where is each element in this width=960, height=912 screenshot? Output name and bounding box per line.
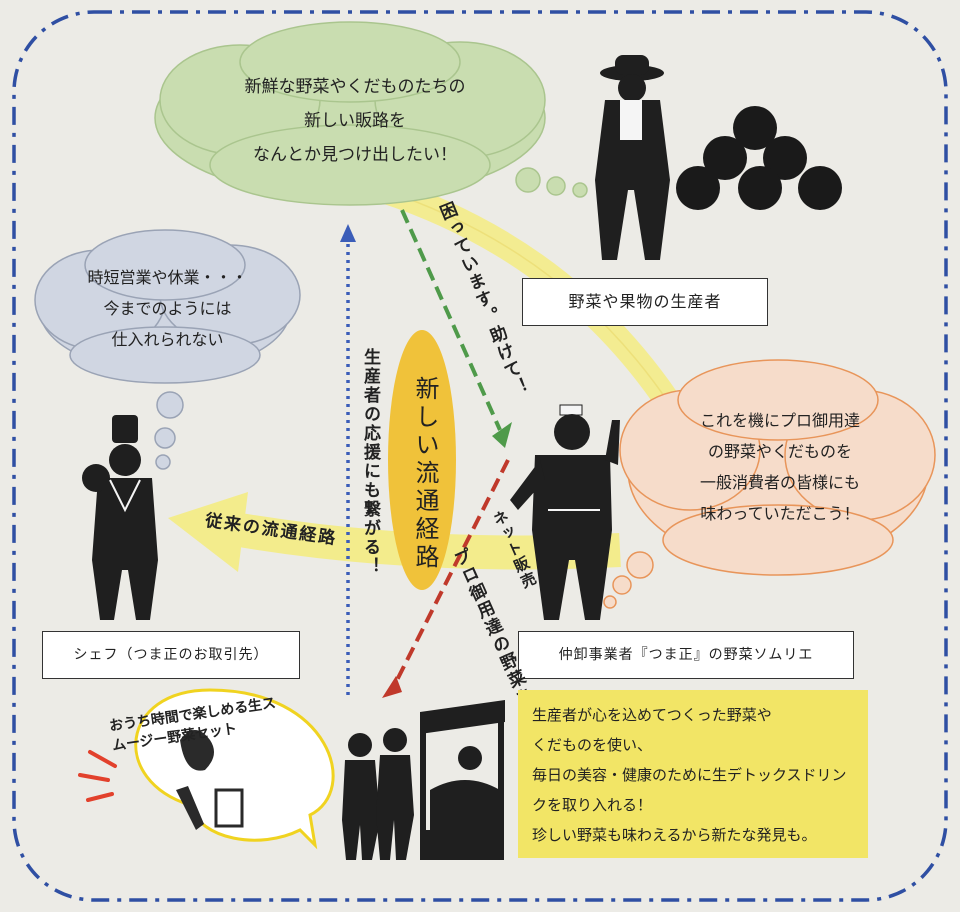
producer-bubble-line: なんとか見つけ出したい！ — [253, 145, 457, 165]
wholesaler-silhouette — [510, 404, 620, 620]
wholesaler-bubble-line: の野菜やくだものを — [707, 442, 852, 461]
wholesaler-bubble-text: これを機にプロ御用達 の野菜やくだものを 一般消費者の皆様にも 味わっていただこ… — [660, 405, 900, 529]
info-line: 珍しい野菜も味わえるから新たな発見も。 — [532, 826, 817, 844]
chef-thought-cloud — [34, 229, 301, 470]
new-route-text: 新しい流通経路 — [411, 376, 439, 572]
support-arrow-text: 生産者の応援にも繋がる！ — [360, 348, 380, 576]
chef-bubble-line: 今までのようには — [103, 299, 232, 318]
vegetables-and-juice-icon — [176, 730, 244, 830]
producer-bubble-text: 新鮮な野菜やくだものたちの 新しい販路を なんとか見つけ出したい！ — [175, 70, 535, 172]
chef-bubble-line: 仕入れられない — [111, 330, 224, 349]
smoothie-bubble — [134, 688, 335, 850]
help-arrow-head — [492, 422, 512, 448]
net-sales-arrow-line — [390, 459, 510, 691]
producer-thought-cloud — [154, 21, 588, 206]
info-line: クを取り入れる！ — [532, 796, 653, 814]
producer-silhouette — [595, 55, 670, 260]
producer-label: 野菜や果物の生産者 — [522, 278, 768, 326]
wholesaler-thought-cloud — [603, 359, 936, 609]
vegetable-pile-icon — [676, 106, 842, 210]
help-arrow-line — [400, 209, 502, 431]
chef-silhouette — [82, 415, 158, 620]
chef-bubble-line: 時短営業や休業・・・ — [87, 268, 248, 287]
info-box: 生産者が心を込めてつくった野菜や くだものを使い、 毎日の美容・健康のために生デ… — [518, 690, 868, 858]
info-line: くだものを使い、 — [532, 736, 653, 754]
chef-label: シェフ（つま正のお取引先） — [42, 631, 300, 679]
new-route-oval — [388, 330, 456, 590]
conventional-arrow-head — [168, 492, 248, 572]
support-arrow-head — [340, 224, 356, 242]
producer-bubble-line: 新しい販路を — [304, 111, 406, 131]
accent-marks — [78, 750, 117, 802]
info-line: 毎日の美容・健康のために生デトックスドリン — [532, 766, 847, 784]
wholesaler-bubble-line: 一般消費者の皆様にも — [699, 473, 860, 492]
info-line: 生産者が心を込めてつくった野菜や — [532, 706, 772, 724]
net-sales-arrow-head — [382, 676, 402, 698]
market-scene-silhouette — [342, 700, 505, 860]
wholesaler-bubble-line: これを機にプロ御用達 — [699, 411, 860, 430]
dashed-frame — [12, 10, 948, 902]
wholesaler-bubble-line: 味わっていただこう！ — [700, 504, 860, 523]
chef-bubble-text: 時短営業や休業・・・ 今までのようには 仕入れられない — [55, 262, 280, 355]
producer-bubble-line: 新鮮な野菜やくだものたちの — [244, 77, 466, 97]
wholesaler-label: 仲卸事業者『つま正』の野菜ソムリエ — [518, 631, 854, 679]
